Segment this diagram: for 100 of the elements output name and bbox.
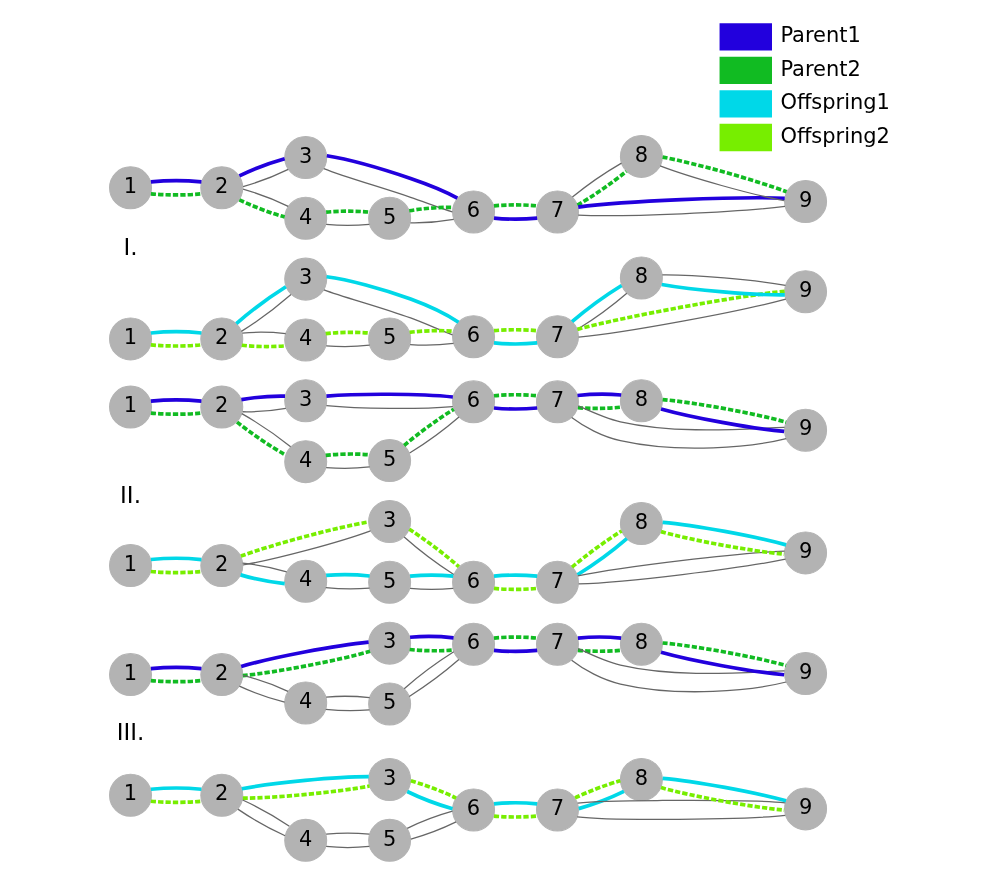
- node-circle: 2: [199, 544, 243, 587]
- connector: [322, 289, 453, 336]
- connector: [242, 784, 370, 800]
- connector: [493, 635, 537, 640]
- connector: [238, 156, 285, 178]
- node-circle: 3: [367, 621, 411, 665]
- connector: [408, 342, 454, 346]
- connector: [570, 416, 787, 449]
- label: I.: [122, 233, 138, 260]
- connector: [577, 405, 785, 431]
- connector: [322, 168, 453, 213]
- connector: [409, 218, 454, 224]
- connector: [150, 556, 202, 562]
- connector: [150, 330, 202, 335]
- connector: [570, 529, 623, 569]
- connector: [576, 537, 628, 577]
- node-circle: 5: [367, 439, 411, 483]
- node-circle: 7: [535, 315, 579, 359]
- connector: [325, 344, 370, 348]
- connector: [409, 634, 454, 640]
- connector: [577, 647, 785, 675]
- connector: [150, 398, 202, 403]
- connector: [403, 651, 454, 690]
- node-circle: 8: [619, 502, 663, 546]
- node-circle: 8: [619, 256, 663, 300]
- connector: [239, 520, 369, 558]
- connector: [242, 649, 371, 678]
- connector: [493, 573, 537, 578]
- connector: [238, 685, 285, 703]
- connector: [577, 298, 786, 338]
- node-circle: 7: [535, 788, 579, 832]
- node-circle: 5: [367, 196, 411, 240]
- connector: [241, 774, 369, 791]
- connector: [493, 216, 537, 221]
- connector: [493, 648, 537, 654]
- node-circle: 8: [619, 134, 663, 178]
- connector: [577, 405, 622, 411]
- connector: [660, 785, 784, 812]
- connector: [240, 293, 292, 332]
- connector: [408, 328, 453, 335]
- connector: [408, 205, 453, 213]
- connector: [241, 674, 289, 692]
- connector: [406, 810, 453, 829]
- connector: [325, 330, 370, 336]
- node-circle: 4: [283, 818, 327, 862]
- connector: [324, 708, 370, 712]
- node-circle: 1: [108, 653, 152, 697]
- node-circle: 9: [783, 180, 827, 223]
- node-circle: 2: [199, 385, 243, 429]
- connector: [660, 650, 784, 677]
- connector: [324, 586, 370, 590]
- connector: [409, 573, 453, 578]
- connector: [325, 223, 370, 226]
- connector: [493, 203, 537, 208]
- node-circle: 2: [199, 653, 243, 697]
- node-circle: 3: [283, 257, 327, 301]
- connector: [660, 529, 784, 556]
- connector: [325, 832, 370, 835]
- node-circle: 1: [108, 773, 152, 817]
- connector: [576, 799, 786, 804]
- connector: [493, 814, 537, 819]
- connector: [150, 569, 202, 575]
- connector: [493, 801, 537, 806]
- connector: [236, 808, 286, 837]
- connector: [576, 392, 621, 398]
- connector: [661, 397, 787, 424]
- connector: [325, 405, 453, 410]
- connector: [409, 821, 457, 840]
- node-circle: 8: [619, 622, 663, 666]
- connector: [493, 341, 537, 346]
- node-circle: 5: [367, 682, 411, 726]
- connector: [493, 406, 537, 411]
- node-circle: 9: [783, 652, 827, 696]
- connector: [403, 536, 454, 576]
- legend-label: Parent1: [779, 23, 861, 48]
- connector: [325, 274, 459, 324]
- node-circle: 1: [108, 317, 152, 361]
- node-circle: 4: [283, 559, 327, 603]
- connector: [577, 648, 621, 654]
- node-circle: 6: [451, 315, 495, 359]
- connector: [150, 343, 202, 348]
- node-circle: 3: [367, 758, 411, 801]
- connector: [402, 407, 455, 447]
- legend-label: Parent2: [779, 56, 861, 81]
- node-circle: 2: [199, 317, 243, 361]
- node-circle: 5: [367, 317, 411, 361]
- connector: [325, 209, 369, 214]
- connector: [577, 205, 786, 217]
- connector: [325, 466, 370, 469]
- connector: [576, 170, 627, 207]
- connector: [660, 407, 784, 434]
- label: III.: [116, 719, 144, 746]
- node-circle: 6: [451, 788, 495, 832]
- connector: [238, 198, 285, 219]
- node-circle: 7: [535, 622, 579, 666]
- connector: [408, 647, 453, 653]
- connector: [150, 178, 202, 184]
- connector: [241, 562, 287, 573]
- connector: [577, 635, 621, 640]
- connector: [493, 327, 537, 333]
